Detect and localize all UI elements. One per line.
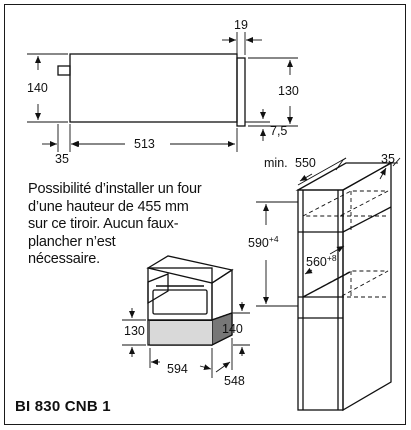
dim-cabinet-offset: 35	[381, 152, 395, 166]
dim-niche-depth-prefix: min.	[264, 156, 288, 170]
side-view-body	[69, 53, 238, 123]
dim-drawer-width: 594	[167, 362, 188, 376]
model-number: BI 830 CNB 1	[15, 398, 111, 415]
oven-door-window	[152, 289, 208, 315]
side-view-dimensions	[27, 32, 298, 152]
cabinet-hidden-lines	[302, 190, 389, 298]
dim-depth: 513	[134, 137, 155, 151]
dim-front-offset: 7,5	[270, 124, 287, 138]
dim-back-offset: 35	[55, 152, 69, 166]
dim-drawer-right-height: 140	[222, 322, 243, 336]
oven-side	[211, 268, 233, 321]
dim-drawer-depth: 548	[224, 374, 245, 388]
side-view-handle	[57, 65, 71, 76]
dim-niche-depth: 550	[295, 156, 316, 170]
cabinet-dimensions	[256, 157, 401, 307]
side-view-front-panel	[236, 57, 246, 127]
note-line: sur ce tiroir. Aucun faux-	[28, 216, 179, 232]
note-line: Possibilité d’installer un four	[28, 181, 202, 197]
note-line: plancher n’est	[28, 233, 116, 250]
dim-depth-height: 140	[27, 81, 48, 95]
dim-top-thickness: 19	[234, 18, 248, 32]
side-view	[57, 53, 246, 127]
dim-drawer-left-height: 130	[124, 324, 145, 338]
dim-niche-height: 590+4	[248, 234, 279, 250]
dim-front-height: 130	[278, 84, 299, 98]
sheet-border	[4, 4, 406, 425]
oven-drawer-view	[146, 255, 234, 347]
cabinet-side	[342, 161, 392, 412]
cabinet-front	[297, 189, 344, 411]
oven-left-edge	[147, 273, 169, 305]
dim-inner-width: 560+8	[306, 253, 337, 269]
dimension-labels: 19 140 130 7,5 35 513 min. 550 35 590+4 …	[27, 18, 395, 388]
note-line: d’une hauteur de 455 mm	[28, 198, 189, 215]
installation-note: Possibilité d’installer un four d’une ha…	[28, 181, 243, 269]
note-line: nécessaire.	[28, 251, 100, 267]
cabinet-view	[295, 161, 394, 412]
drawer-dimensions	[122, 302, 250, 378]
